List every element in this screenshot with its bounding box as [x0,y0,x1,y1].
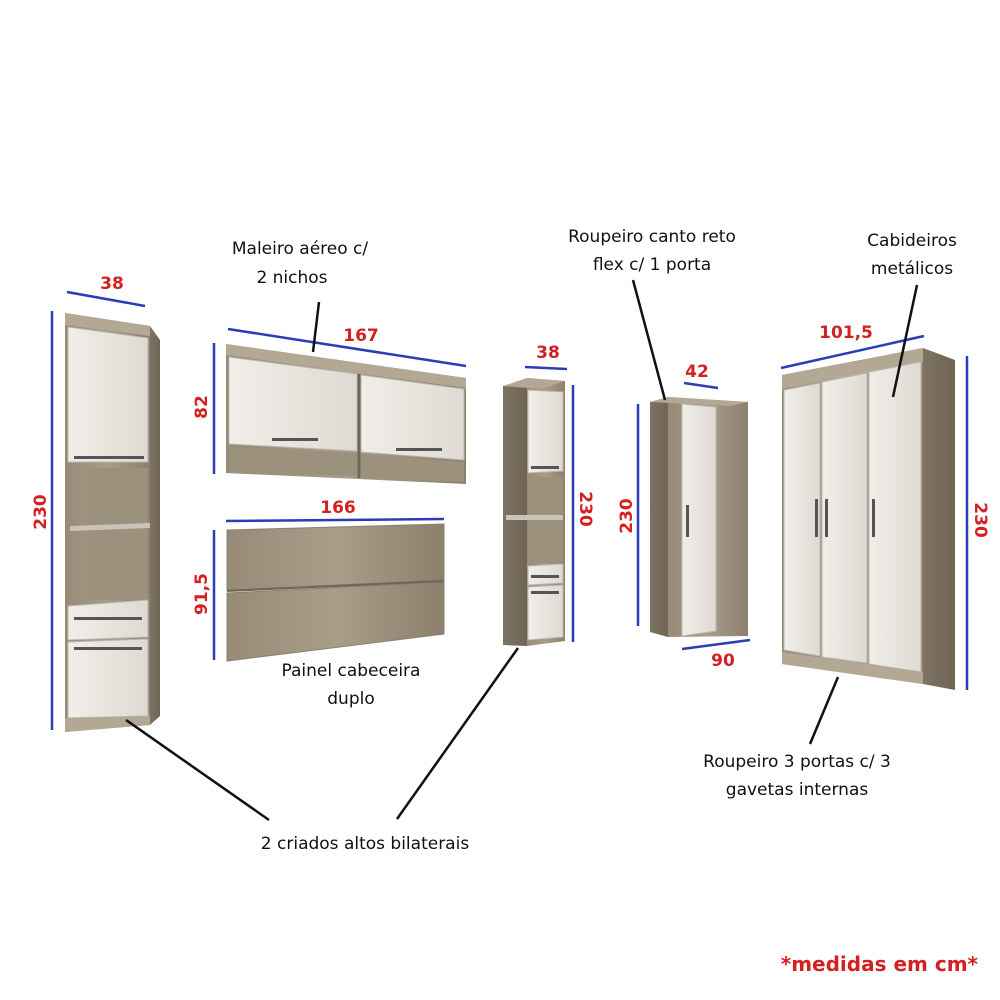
dim-criado-left-width: 38 [100,274,124,294]
label-painel-line1: Painel cabeceira [282,661,421,681]
roupeiro3-door-1 [783,382,821,657]
label-criados: 2 criados altos bilaterais [261,834,470,854]
leader-criado-left [125,718,270,822]
criado-right-handle [531,466,559,469]
maleiro-top-trim [226,344,466,388]
dim-line-painel-width [225,517,445,523]
maleiro [226,344,466,484]
roupeiro3-handle-2 [825,499,828,537]
dim-canto-height: 230 [617,498,637,534]
roupeiro3-side [923,348,955,690]
label-roupeiro-canto-line1: Roupeiro canto reto [568,227,736,247]
maleiro-handle-right [396,448,442,451]
label-roupeiro-canto-line2: flex c/ 1 porta [593,255,711,275]
criado-left-niche [86,468,148,600]
label-maleiro-line1: Maleiro aéreo c/ [232,239,369,259]
dim-painel-height: 91,5 [192,573,212,615]
dim-canto-width: 42 [685,362,709,382]
criado-right-bottom-handle [531,591,559,594]
dim-line-criado-left-width [66,290,146,308]
roupeiro3-door-3 [868,361,922,673]
dim-roupeiro3-width: 101,5 [819,323,873,343]
dim-criado-left-height: 230 [31,494,51,530]
criado-right-shelf [506,515,563,520]
units-note: *medidas em cm* [781,952,979,976]
criado-left-top-trim [65,313,150,336]
roupeiro-canto-top [650,397,748,406]
maleiro-door-left [228,356,358,452]
criado-right [503,378,565,646]
dim-roupeiro3-height: 230 [970,502,990,538]
criado-left-handle [74,456,144,459]
roupeiro3-handle-1 [815,499,818,537]
leader-maleiro [311,301,321,353]
maleiro-handle-left [272,438,318,441]
roupeiro-canto [650,397,748,637]
dim-maleiro-height: 82 [192,395,212,419]
dim-line-canto-width [683,381,719,390]
dim-maleiro-width: 167 [343,326,379,346]
criado-right-top-door [527,389,564,474]
criado-right-bottom-door [527,584,564,641]
dim-line-criado-right-width [524,365,568,371]
leader-roupeiro-canto [631,279,667,401]
leader-cabideiros [891,284,919,398]
criado-left-shelf [70,523,150,531]
maleiro-niche-left [229,447,357,476]
roupeiro3-door-2 [821,372,868,664]
criado-left-bottom-door [67,638,149,719]
label-maleiro-line2: 2 nichos [256,268,327,288]
roupeiro-3-portas [782,348,955,690]
painel-upper [226,523,445,591]
label-roupeiro3-line1: Roupeiro 3 portas c/ 3 [703,752,891,772]
leader-criado-right [395,647,520,820]
dim-line-roupeiro3-width [780,334,925,370]
painel-seam [226,580,445,592]
dim-line-maleiro-width [227,327,467,368]
dim-canto-depth: 90 [711,651,735,671]
roupeiro-canto-door [681,403,717,637]
criado-left-side [150,326,160,725]
label-cabideiros-line1: Cabideiros [867,231,957,251]
roupeiro-canto-handle [686,505,689,537]
maleiro-door-right [360,374,465,461]
criado-left-drawer-handle [74,617,142,620]
criado-left-bottom-handle [74,647,142,650]
roupeiro-canto-side [650,397,668,637]
painel-lower [226,581,445,662]
leader-roupeiro3 [808,676,840,745]
criado-left-top-door [67,326,149,463]
roupeiro3-base [782,652,923,684]
roupeiro3-handle-3 [872,499,875,537]
dim-line-canto-depth [681,638,751,651]
criado-right-side [503,380,527,646]
roupeiro3-top-trim [782,348,923,389]
criado-left [65,313,160,732]
dim-painel-width: 166 [320,498,356,518]
criado-left-base [65,716,150,732]
label-cabideiros-line2: metálicos [871,259,953,279]
criado-right-top [503,378,565,389]
dim-criado-right-width: 38 [536,343,560,363]
criado-right-niche [528,477,563,564]
criado-right-drawer [527,563,564,586]
criado-right-drawer-handle [531,575,559,578]
label-painel-line2: duplo [327,689,374,709]
dim-criado-right-height: 230 [575,491,595,527]
painel-cabeceira [226,523,445,662]
label-roupeiro3-line2: gavetas internas [726,780,869,800]
maleiro-niche-right [361,454,464,482]
